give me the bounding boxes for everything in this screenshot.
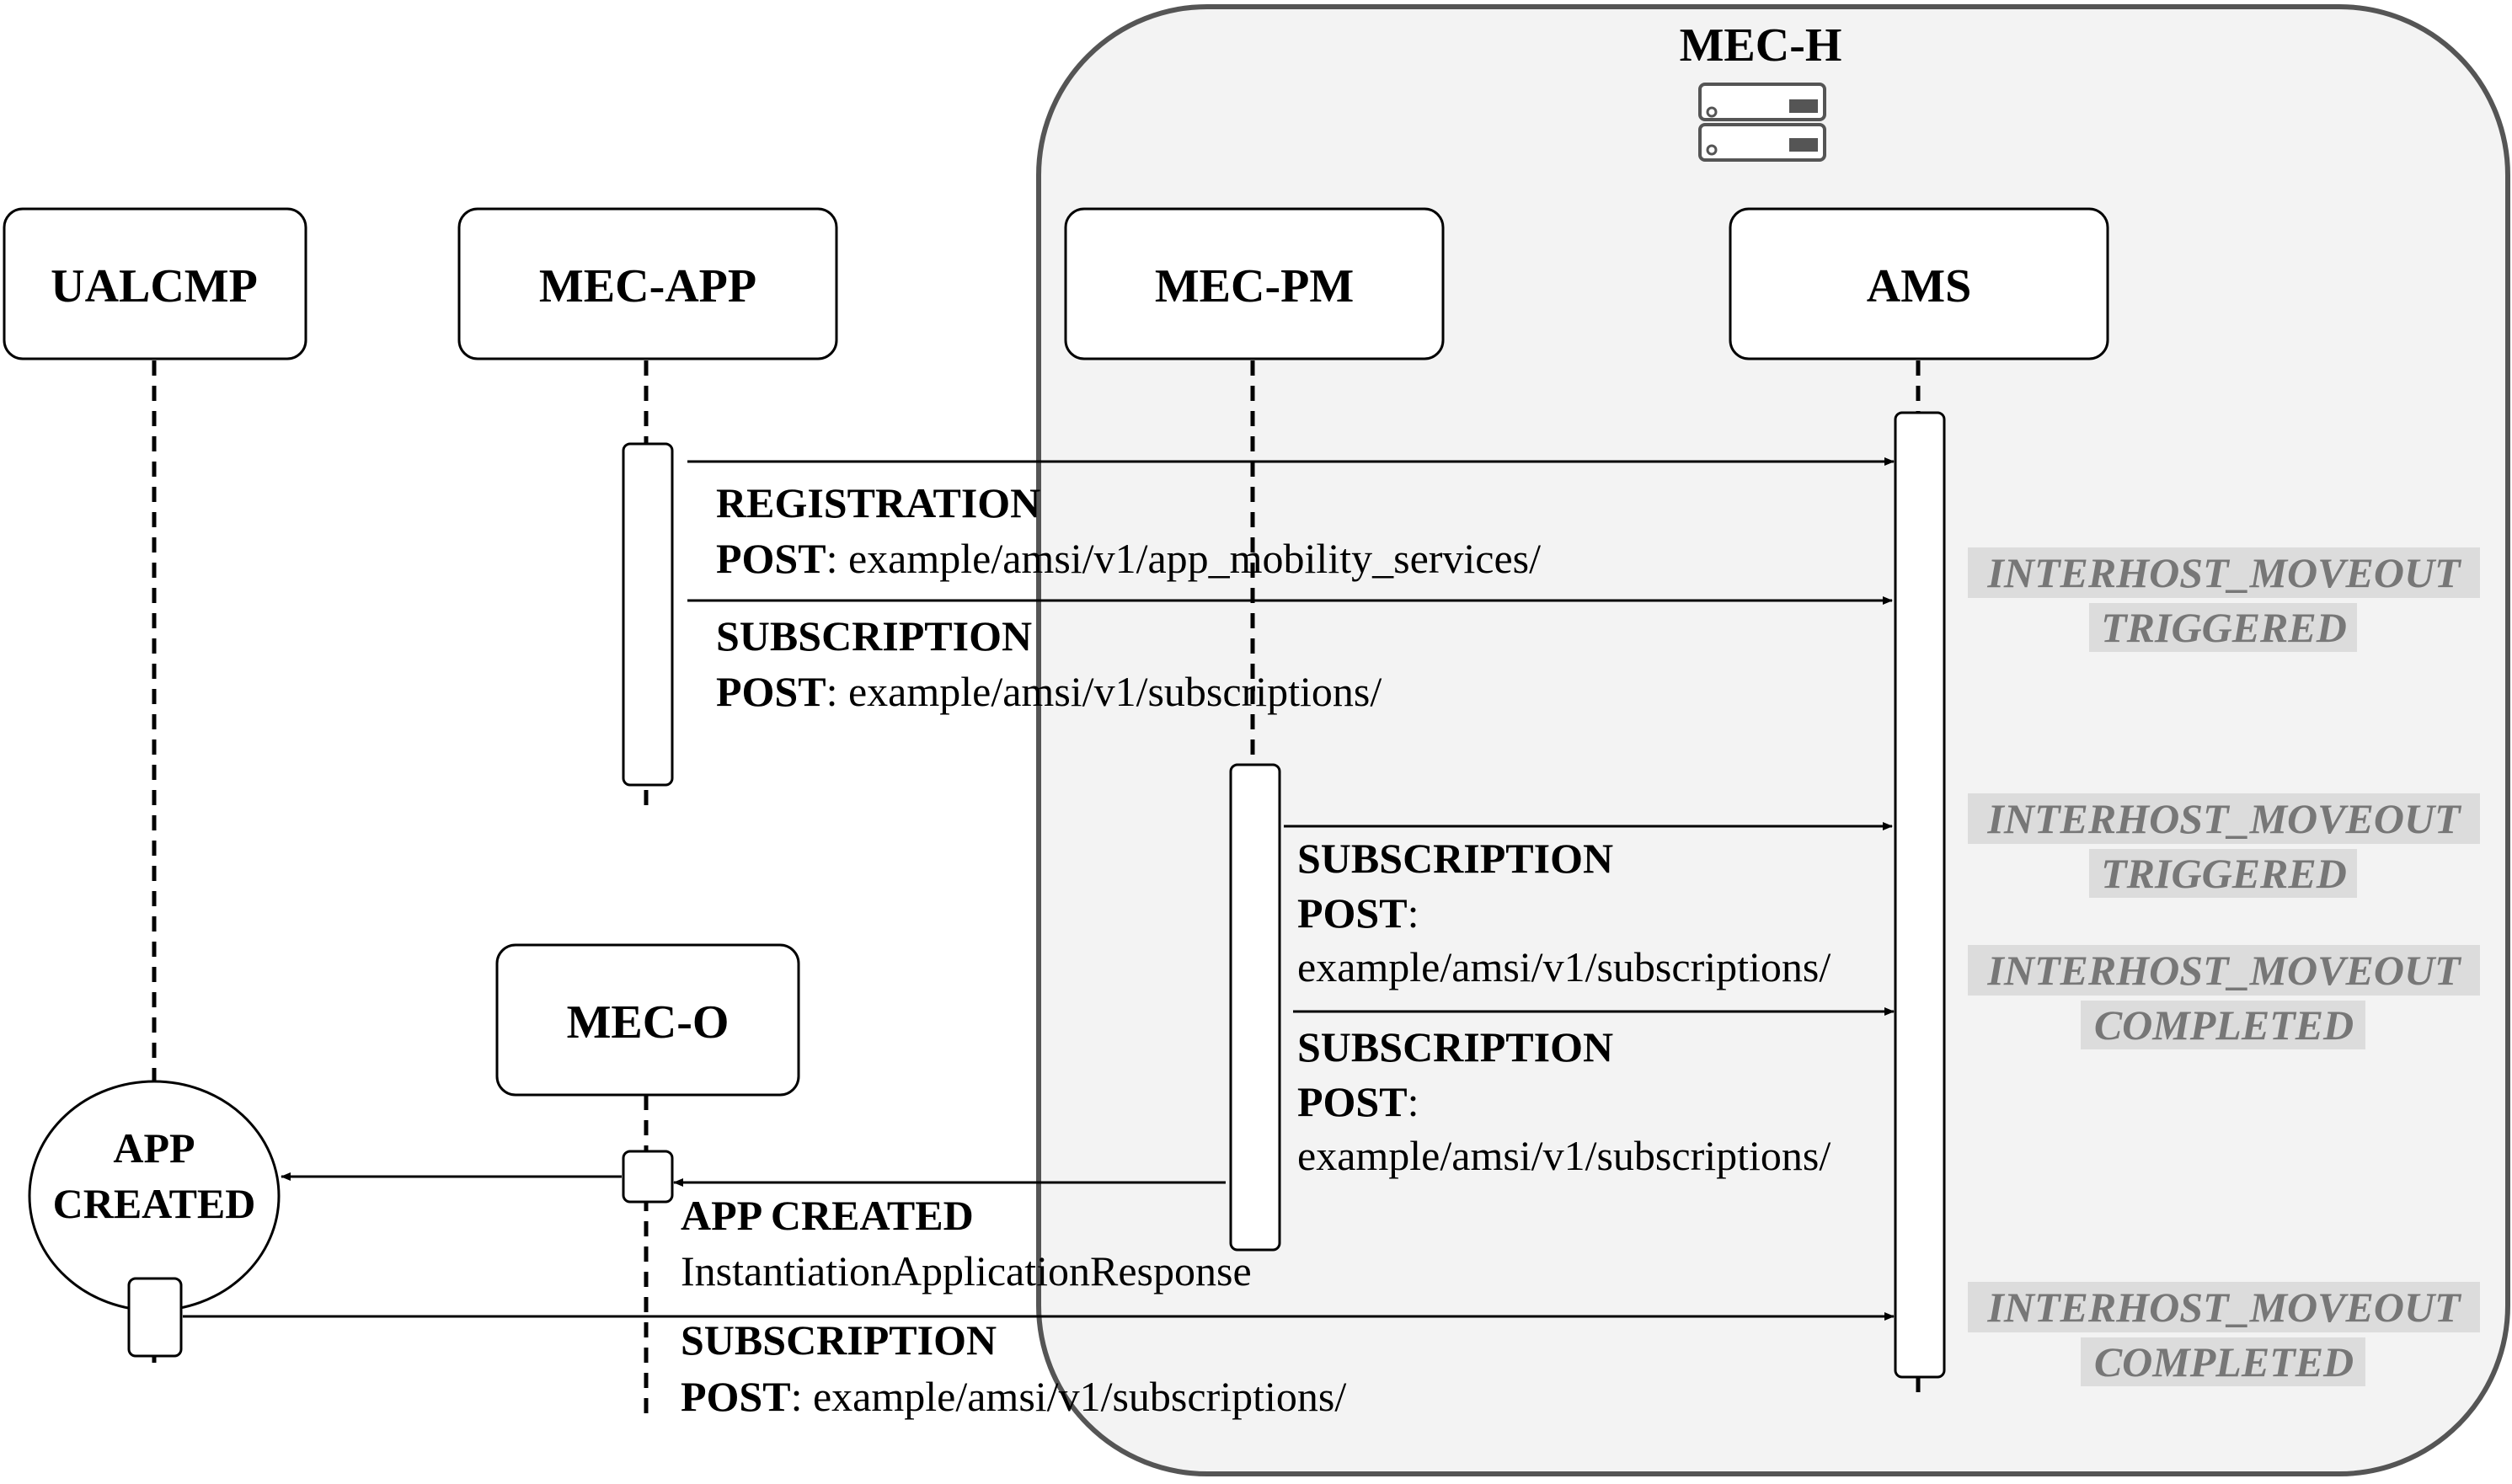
participant-mec-app: MEC-APP xyxy=(457,207,838,360)
app-created-line1: APP xyxy=(113,1124,195,1172)
state-annotation-4: INTERHOST_MOVEOUT COMPLETED xyxy=(1968,1282,2480,1386)
message-request: POST: example/amsi/v1/subscriptions/ xyxy=(716,668,1382,715)
message-verb: POST xyxy=(681,1373,791,1420)
state-annotation-3: INTERHOST_MOVEOUT COMPLETED xyxy=(1968,945,2480,1049)
participant-ams-label: AMS xyxy=(1867,260,1971,312)
message-title: SUBSCRIPTION xyxy=(681,1316,997,1364)
activation-mec-o xyxy=(622,1150,674,1204)
message-request: POST: xyxy=(1297,1078,1419,1125)
message-verb: POST xyxy=(1297,889,1408,937)
message-verb: POST xyxy=(716,668,826,715)
message-subscription-ualcmp: SUBSCRIPTION POST: example/amsi/v1/subsc… xyxy=(681,1316,1346,1420)
participant-mec-pm-label: MEC-PM xyxy=(1155,260,1354,312)
message-subscription-pm-1: SUBSCRIPTION POST: example/amsi/v1/subsc… xyxy=(1297,835,1831,990)
message-request: POST: xyxy=(1297,889,1419,937)
state-line1: INTERHOST_MOVEOUT xyxy=(1986,549,2462,596)
message-path: : example/amsi/v1/subscriptions/ xyxy=(791,1373,1347,1420)
message-title: SUBSCRIPTION xyxy=(716,612,1032,659)
state-line2: COMPLETED xyxy=(2094,1338,2354,1385)
message-sep: : xyxy=(1408,889,1419,937)
message-registration: REGISTRATION POST: example/amsi/v1/app_m… xyxy=(716,479,1541,582)
message-request: POST: example/amsi/v1/subscriptions/ xyxy=(681,1373,1346,1420)
participant-mec-app-label: MEC-APP xyxy=(539,260,756,312)
state-line1: INTERHOST_MOVEOUT xyxy=(1986,947,2462,994)
state-line2: COMPLETED xyxy=(2094,1001,2354,1049)
message-title: APP CREATED xyxy=(681,1192,974,1239)
app-created-node: APP CREATED xyxy=(28,1080,281,1312)
state-line2: TRIGGERED xyxy=(2101,850,2347,897)
message-verb: POST xyxy=(1297,1078,1408,1125)
message-title: SUBSCRIPTION xyxy=(1297,1023,1613,1070)
activation-mec-app xyxy=(622,442,674,787)
mec-h-title: MEC-H xyxy=(1680,19,1842,72)
state-line1: INTERHOST_MOVEOUT xyxy=(1986,1284,2462,1331)
message-app-created: APP CREATED InstantiationApplicationResp… xyxy=(681,1192,1252,1294)
message-path: example/amsi/v1/subscriptions/ xyxy=(1297,943,1831,990)
message-path: : example/amsi/v1/subscriptions/ xyxy=(826,668,1382,715)
state-annotation-2: INTERHOST_MOVEOUT TRIGGERED xyxy=(1968,793,2480,898)
message-path: example/amsi/v1/subscriptions/ xyxy=(1297,1132,1831,1179)
message-path: : example/amsi/v1/app_mobility_services/ xyxy=(826,535,1542,582)
participant-mec-o: MEC-O xyxy=(495,943,800,1097)
participant-mec-pm: MEC-PM xyxy=(1064,207,1445,360)
server-icon xyxy=(1698,83,1826,162)
message-path: InstantiationApplicationResponse xyxy=(681,1247,1252,1294)
participant-ualcmp-label: UALCMP xyxy=(51,260,258,312)
participant-mec-o-label: MEC-O xyxy=(567,996,730,1049)
message-sep: : xyxy=(1408,1078,1419,1125)
participant-ams: AMS xyxy=(1729,207,2109,360)
app-created-line2: CREATED xyxy=(53,1180,256,1227)
message-verb: POST xyxy=(716,535,826,582)
participant-ualcmp: UALCMP xyxy=(3,207,307,360)
activation-mec-pm xyxy=(1229,763,1281,1252)
state-annotation-1: INTERHOST_MOVEOUT TRIGGERED xyxy=(1968,547,2480,652)
activation-ams xyxy=(1894,411,1946,1379)
message-request: POST: example/amsi/v1/app_mobility_servi… xyxy=(716,535,1541,582)
message-title: SUBSCRIPTION xyxy=(1297,835,1613,882)
activation-ualcmp xyxy=(127,1277,183,1358)
state-line2: TRIGGERED xyxy=(2101,604,2347,651)
message-subscription-app: SUBSCRIPTION POST: example/amsi/v1/subsc… xyxy=(716,612,1382,715)
mec-h-container xyxy=(1036,4,2510,1476)
message-title: REGISTRATION xyxy=(716,479,1040,526)
state-line1: INTERHOST_MOVEOUT xyxy=(1986,795,2462,842)
message-subscription-pm-2: SUBSCRIPTION POST: example/amsi/v1/subsc… xyxy=(1297,1023,1831,1179)
